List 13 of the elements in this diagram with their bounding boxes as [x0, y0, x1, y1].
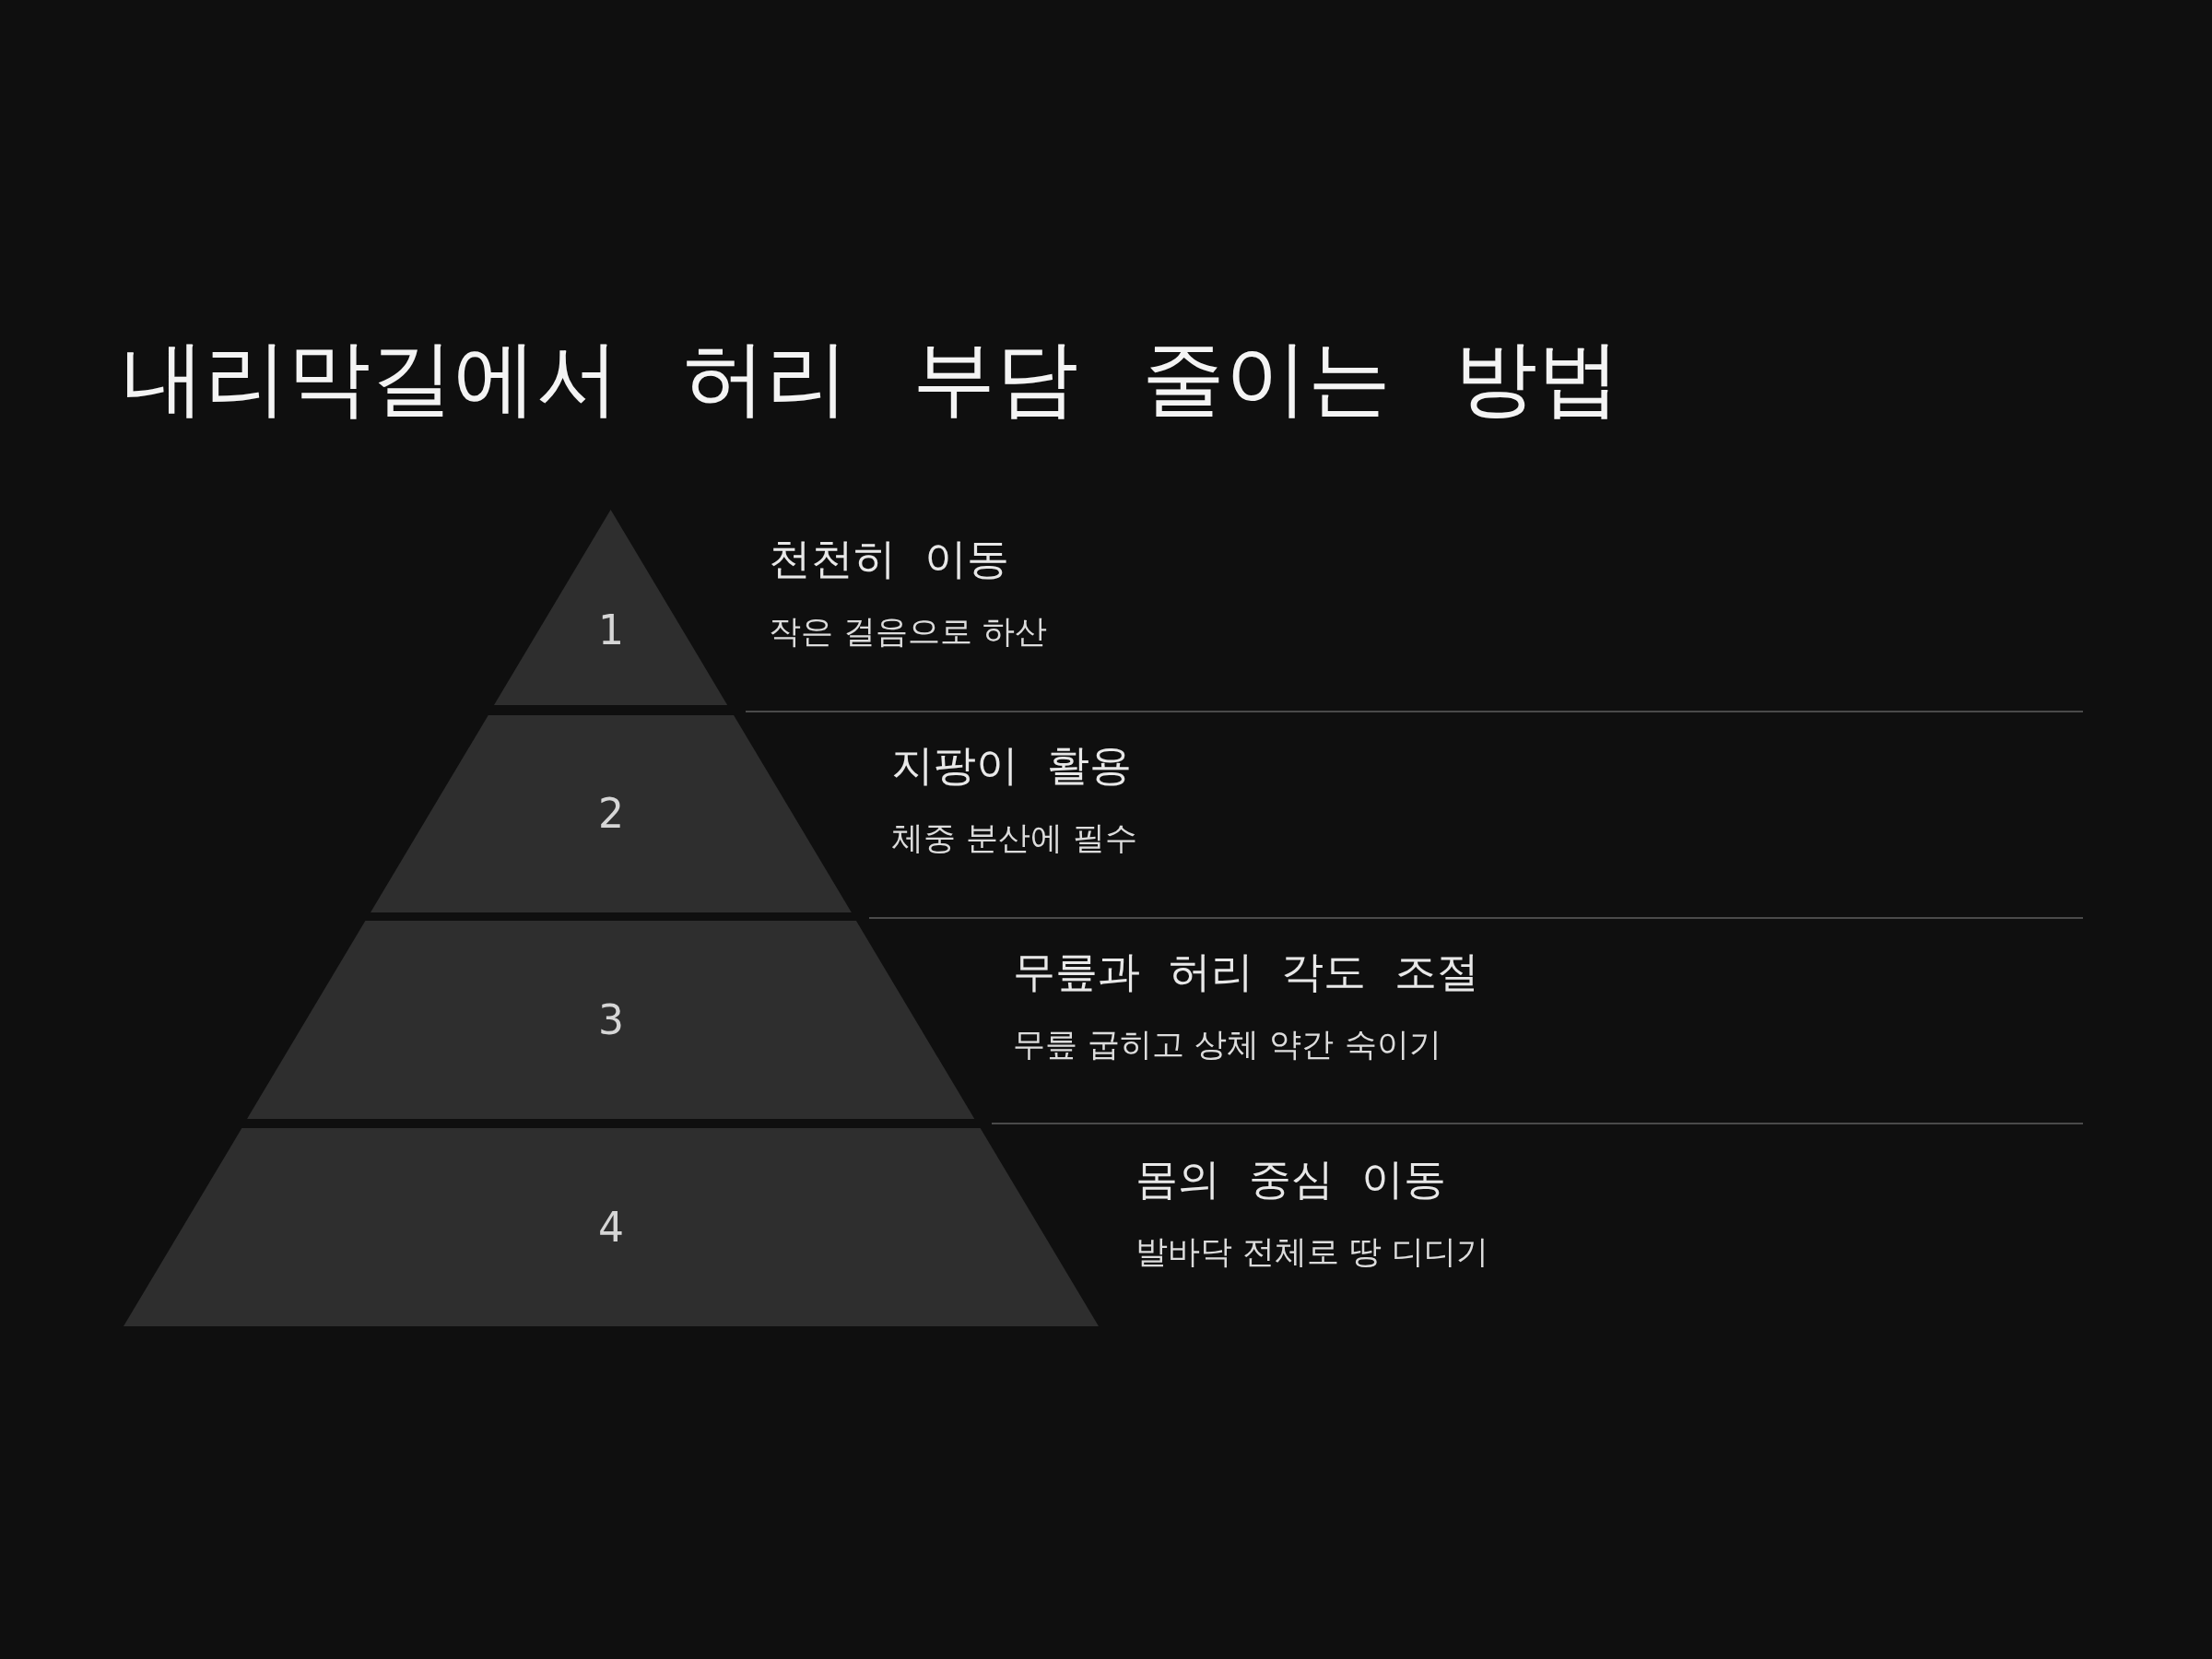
tier-heading: 몸의 중심 이동 — [1135, 1155, 1447, 1202]
tier-number: 3 — [598, 999, 624, 1041]
tier-description: 발바닥 전체로 땅 디디기 — [1135, 1233, 1489, 1269]
tier-heading: 무릎과 허리 각도 조절 — [1013, 947, 1480, 994]
tier-description: 작은 걸음으로 하산 — [769, 613, 1048, 650]
tier-description: 무릎 굽히고 상체 약간 숙이기 — [1013, 1026, 1441, 1062]
tier-description: 체중 분산에 필수 — [891, 819, 1138, 856]
tier-number: 1 — [598, 610, 624, 652]
tier-number: 2 — [598, 794, 624, 834]
tier-heading: 천천히 이동 — [769, 535, 1009, 582]
tier-number: 4 — [598, 1206, 624, 1248]
tier-heading: 지팡이 활용 — [891, 741, 1132, 789]
title: 내리막길에서 허리 부담 줄이는 방법 — [122, 328, 1621, 428]
